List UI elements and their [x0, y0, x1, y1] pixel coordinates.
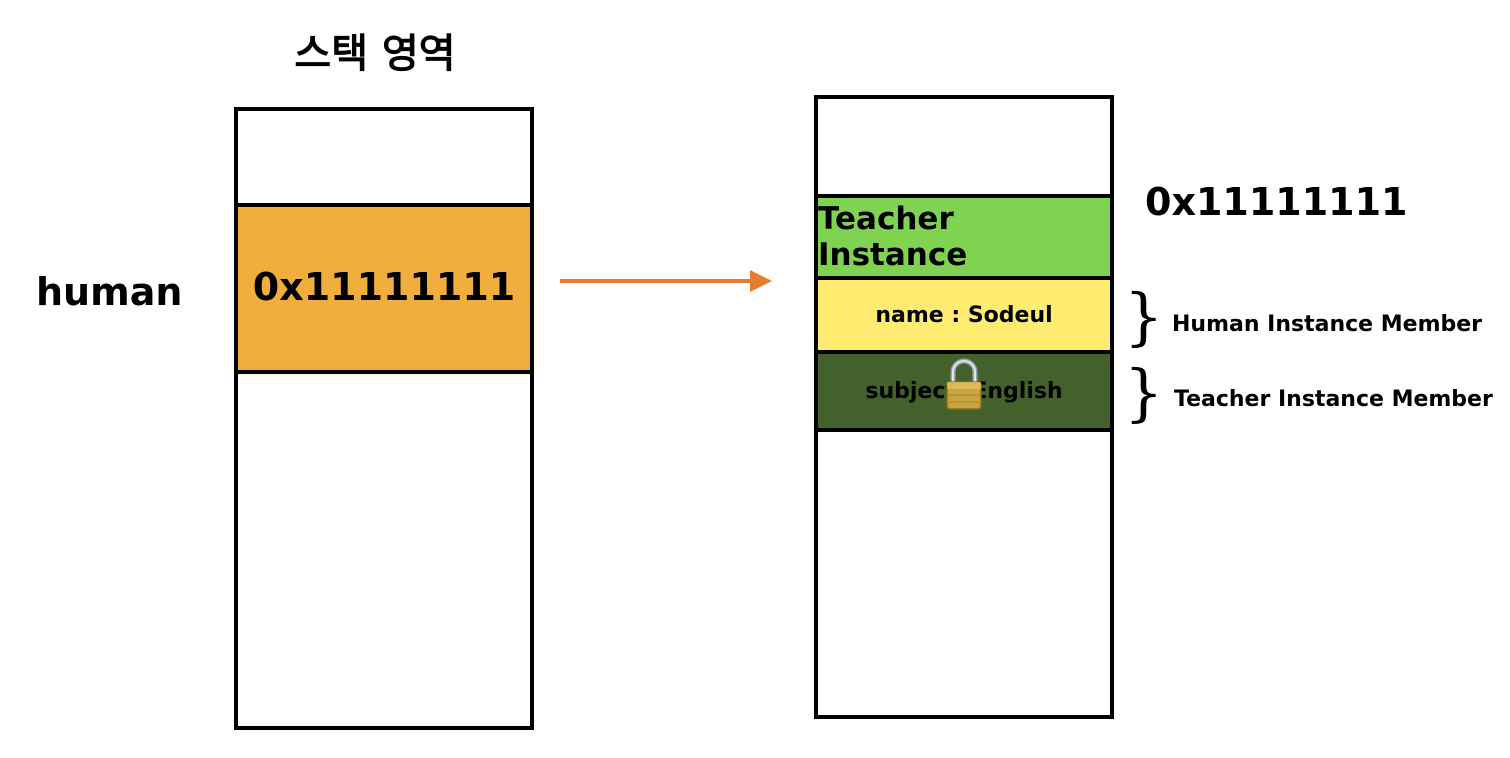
stack-memory-box	[234, 107, 534, 730]
teacher-member-brace: }	[1124, 356, 1164, 429]
teacher-instance-label: Teacher Instance	[818, 201, 968, 273]
padlock-icon	[946, 358, 982, 410]
human-member-row: name : Sodeul	[814, 276, 1114, 354]
reference-arrow	[560, 270, 772, 292]
stack-reference-value: 0x11111111	[252, 264, 516, 309]
variable-label-human: human	[36, 270, 183, 314]
human-member-brace: }	[1124, 280, 1164, 353]
teacher-instance-header: Teacher Instance	[814, 194, 1114, 280]
stack-area-title: 스택 영역	[294, 31, 456, 77]
human-instance-member-label: Human Instance Member	[1172, 312, 1483, 337]
human-member-text: name : Sodeul	[875, 302, 1053, 328]
teacher-instance-member-label: Teacher Instance Member	[1174, 387, 1493, 412]
stack-reference-cell: 0x11111111	[234, 203, 534, 374]
heap-address-label: 0x11111111	[1145, 180, 1408, 224]
